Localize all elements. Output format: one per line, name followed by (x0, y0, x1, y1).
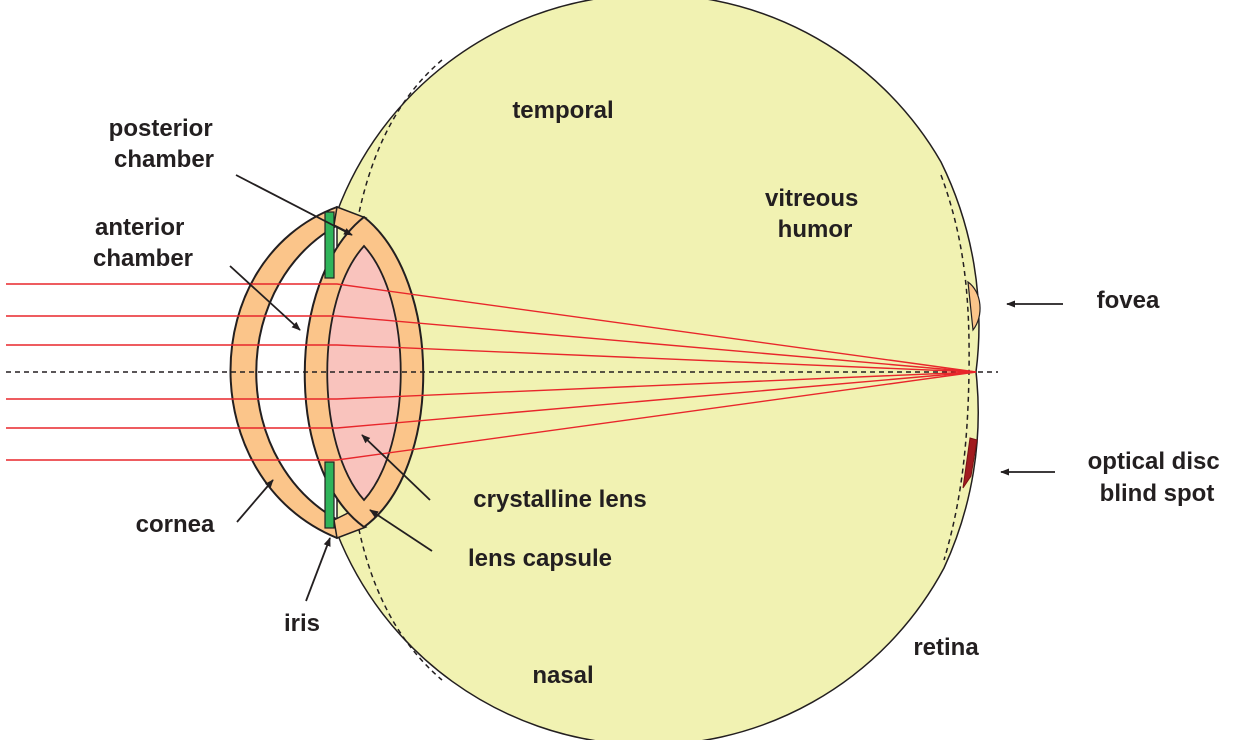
posterior-chamber-label-line1: posterior (109, 115, 213, 142)
optical-disc-label-line2: blind spot (1100, 480, 1215, 507)
fovea-label: fovea (1097, 287, 1160, 314)
anterior-chamber-arrow (229, 265, 301, 331)
temporal-label: temporal (512, 97, 613, 124)
light-ray (6, 371, 977, 461)
retina-label: retina (913, 634, 979, 661)
iris-label: iris (284, 610, 320, 637)
cornea-arrow (236, 479, 274, 523)
vitreous-humor-label-line1: vitreous (765, 185, 858, 212)
fovea (967, 280, 981, 332)
light-ray (6, 371, 977, 400)
anterior-chamber-label-line1: anterior (95, 214, 184, 241)
light-ray (6, 283, 977, 373)
light-ray (6, 344, 977, 373)
light-ray (6, 315, 977, 373)
nasal-label: nasal (532, 662, 593, 689)
optical-disc (962, 437, 978, 489)
crystalline-lens-arrow (361, 434, 431, 501)
light-rays (6, 283, 977, 461)
iris-lower (324, 461, 335, 529)
light-ray (6, 371, 977, 429)
posterior-chamber-label-line2: chamber (114, 146, 214, 173)
optical-disc-label-line1: optical disc (1088, 448, 1220, 475)
posterior-chamber-label: posterior chamber (109, 115, 220, 173)
crystalline-lens-label: crystalline lens (473, 486, 646, 513)
vitreous-humor-label: vitreous humor (765, 185, 865, 243)
anterior-chamber-label-line2: chamber (93, 245, 193, 272)
eyeball-sclera (336, 0, 980, 740)
crystalline-lens (326, 244, 402, 502)
vitreous-humor-label-line2: humor (778, 216, 853, 243)
optical-disc-label: optical disc blind spot (1088, 448, 1227, 507)
posterior-chamber-arrow (235, 174, 353, 236)
cornea-label: cornea (136, 511, 215, 538)
iris-arrow (305, 537, 331, 602)
lens-capsule-arrow (369, 509, 433, 552)
lens-capsule-label: lens capsule (468, 545, 612, 572)
anterior-chamber-label: anterior chamber (93, 214, 193, 272)
iris-upper (324, 211, 335, 279)
